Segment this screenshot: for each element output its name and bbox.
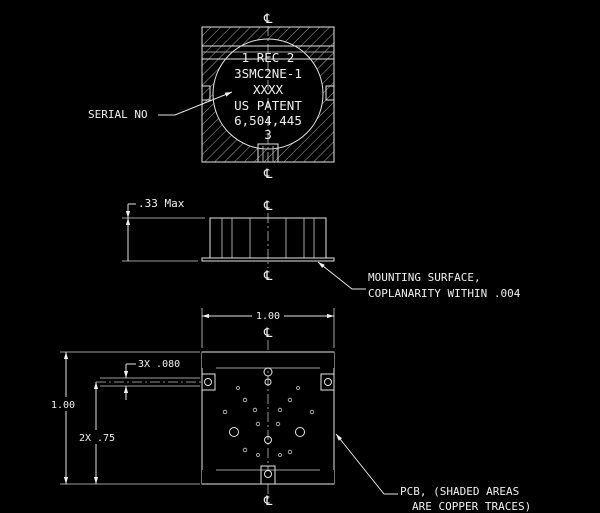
top-view: ℄ 1 REC 2 3SMC2NE-1 XXXX US PATENT 6,504… <box>88 12 335 182</box>
top-left-notch <box>201 85 211 101</box>
top-lid-band <box>201 45 335 60</box>
pad-left <box>201 373 216 391</box>
pcb-note-line-1: PCB, (SHADED AREAS <box>400 485 519 498</box>
serial-no-label: SERIAL NO <box>88 108 148 121</box>
top-right-notch <box>325 85 335 101</box>
marking-line-4: US PATENT <box>234 98 302 113</box>
top-bottom-slot <box>257 143 279 163</box>
marking-line-6: 3 <box>264 127 272 142</box>
side-view: ℄ .33 Max ℄ MOUNTING SURFACE, COPLANARIT… <box>122 197 521 300</box>
marking-line-3: XXXX <box>253 82 284 97</box>
width-dim-label: 1.00 <box>256 311 280 322</box>
pitch-dim-label: 2X .75 <box>79 433 115 444</box>
bottom-view: 1.00 ℄ <box>48 308 531 513</box>
pcb-note-leader <box>335 433 398 495</box>
side-centerline-symbol: ℄ <box>263 199 273 214</box>
side-height-dim: .33 Max <box>138 197 185 210</box>
height-dim-label: 1.00 <box>51 400 75 411</box>
serial-no-leader <box>158 91 233 116</box>
mounting-surface-leader <box>317 261 366 290</box>
side-mounting-base <box>201 257 335 262</box>
mounting-note-line-1: MOUNTING SURFACE, <box>368 271 481 284</box>
mounting-note-line-2: COPLANARITY WITHIN .004 <box>368 287 521 300</box>
pad-right <box>320 373 335 391</box>
marking-line-5: 6,504,445 <box>234 113 302 128</box>
pad-bottom <box>260 465 276 485</box>
bottom-centerline-symbol: ℄ <box>263 326 273 341</box>
top-body-outline <box>201 26 335 163</box>
bottom-centerline-symbol-bottom: ℄ <box>263 494 273 509</box>
pad-width-dim: 3X .080 <box>138 359 180 370</box>
top-centerline-symbol-bottom: ℄ <box>263 167 273 182</box>
side-centerline-symbol-bottom: ℄ <box>263 269 273 284</box>
marking-line-1: 1 REC 2 <box>242 50 295 65</box>
marking-line-2: 3SMC2NE-1 <box>234 66 302 81</box>
top-centerline-symbol: ℄ <box>263 12 273 27</box>
pcb-note-line-2: ARE COPPER TRACES) <box>412 500 531 513</box>
